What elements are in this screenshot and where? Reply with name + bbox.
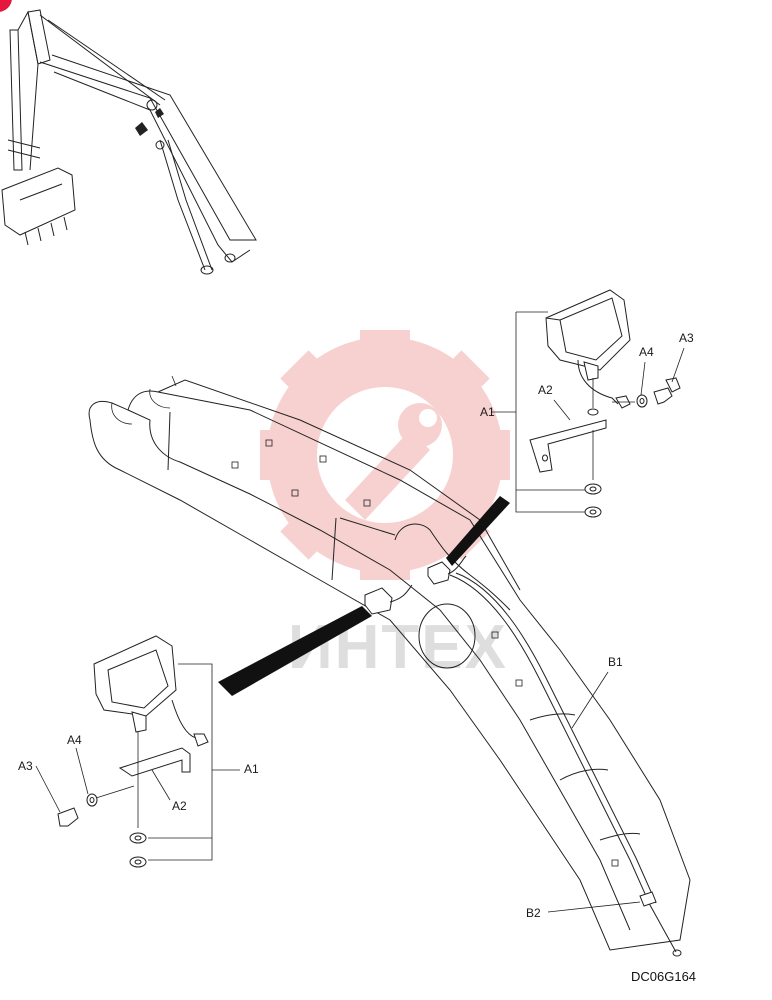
b2-leader: [547, 901, 641, 913]
upper-lamp-assembly: [492, 289, 685, 518]
watermark-text: ИНТЕХ: [288, 613, 508, 682]
upper-lamp-leader: [446, 496, 510, 566]
callout-b2: B2: [526, 906, 541, 920]
upper-callout-a3: A3: [679, 331, 694, 345]
upper-callout-a1: A1: [480, 405, 495, 419]
boom-body: [88, 375, 691, 951]
figure-code: DC06G164: [631, 969, 696, 984]
lower-lamp-assembly: [35, 635, 240, 868]
boom-mounted-lamps: [364, 555, 467, 615]
watermark-gear-icon: [260, 330, 510, 580]
b1-leader: [571, 671, 609, 729]
lower-callout-a1: A1: [244, 762, 259, 776]
corner-marker: [0, 0, 12, 12]
lower-callout-a2: A2: [172, 799, 187, 813]
upper-callout-a2: A2: [538, 383, 553, 397]
lower-callout-a4: A4: [67, 733, 82, 747]
lower-lamp-leader: [218, 606, 372, 696]
callout-b1: B1: [608, 655, 623, 669]
lower-callout-a3: A3: [18, 759, 33, 773]
upper-callout-a4: A4: [639, 345, 654, 359]
wire-harness-b1: [449, 572, 682, 957]
excavator-overview: [1, 9, 257, 275]
